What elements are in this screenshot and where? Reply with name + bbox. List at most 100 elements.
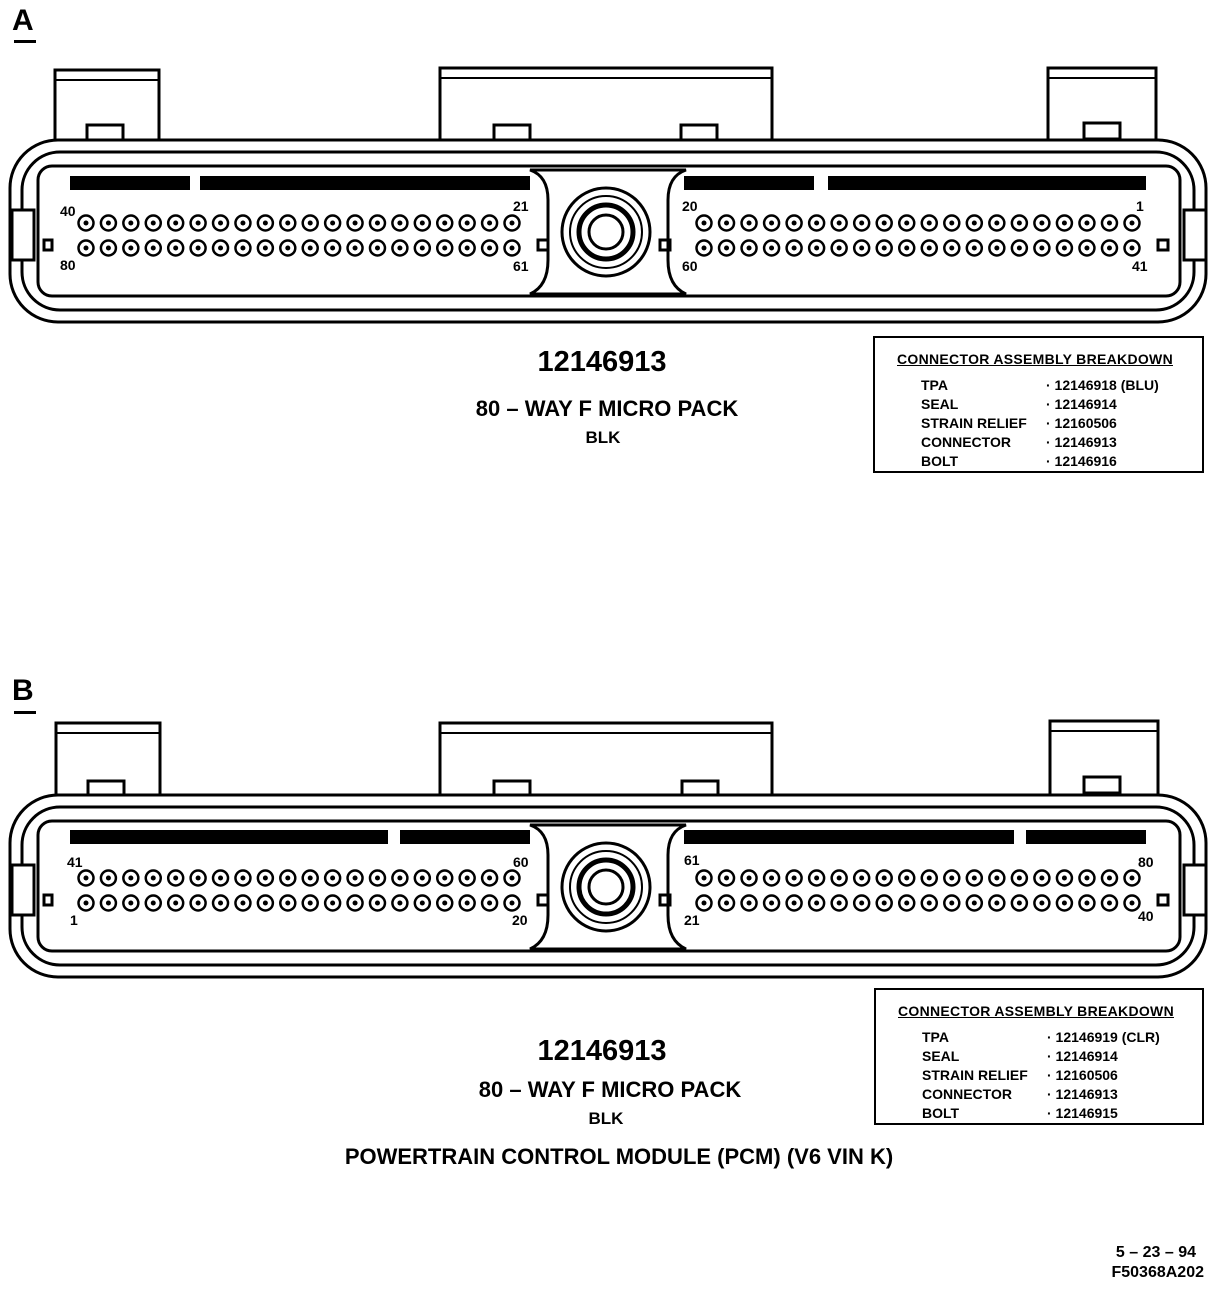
pin-contact <box>769 900 775 906</box>
pin-contact <box>1016 220 1022 226</box>
pin-contact <box>701 900 707 906</box>
pin-contact <box>464 875 470 881</box>
pin-contact <box>791 220 797 226</box>
pin-contact <box>397 900 403 906</box>
pin-contact <box>285 875 291 881</box>
pin-contact <box>1106 245 1112 251</box>
breakdown-name: TPA <box>922 1029 949 1045</box>
view-a-breakdown-box: CONNECTOR ASSEMBLY BREAKDOWN TPA · 121469… <box>873 336 1204 473</box>
pin-contact <box>814 220 820 226</box>
bolt-flange <box>569 195 643 269</box>
pin-contact <box>105 875 111 881</box>
pin-contact <box>904 875 910 881</box>
breakdown-name: SEAL <box>921 396 959 412</box>
tpa-strip <box>684 176 814 190</box>
pin-contact <box>374 875 380 881</box>
view-a-label-underline <box>14 40 36 43</box>
pin-label-right-bottom: 41 <box>1132 258 1148 274</box>
pin-contact <box>949 900 955 906</box>
pin-contact <box>1129 875 1135 881</box>
pin-contact <box>285 245 291 251</box>
pin-contact <box>1084 245 1090 251</box>
pin-contact <box>881 220 887 226</box>
pin-contact <box>926 875 932 881</box>
pin-label-center-right-top: 20 <box>682 198 698 214</box>
breakdown-row: STRAIN RELIEF· 12160506 <box>922 1066 1118 1085</box>
pin-contact <box>994 900 1000 906</box>
side-ear-left <box>10 208 36 262</box>
pin-contact <box>1084 875 1090 881</box>
pin-contact <box>240 220 246 226</box>
pin-contact <box>724 875 730 881</box>
pin-label-center-left-top: 21 <box>513 198 529 214</box>
pin-contact <box>173 875 179 881</box>
pin-label-left-bottom: 80 <box>60 257 76 273</box>
breakdown-value: · 12146913 <box>1046 434 1117 450</box>
breakdown-name: TPA <box>921 377 948 393</box>
breakdown-row: SEAL · 12146914 <box>921 395 1117 414</box>
pin-contact <box>442 220 448 226</box>
pin-contact <box>949 245 955 251</box>
pin-contact <box>971 220 977 226</box>
pin-contact <box>173 900 179 906</box>
pin-contact <box>1039 900 1045 906</box>
breakdown-row: BOLT· 12146916 <box>921 452 1117 471</box>
pin-contact <box>994 245 1000 251</box>
breakdown-value: · 12146914 <box>1046 396 1117 412</box>
pin-contact <box>218 245 224 251</box>
view-b-color: BLK <box>588 1109 624 1128</box>
view-b-part-number: 12146913 <box>537 1035 667 1067</box>
pin-label-left-bottom: 1 <box>70 912 78 928</box>
pin-contact <box>1061 245 1067 251</box>
pin-contact <box>195 245 201 251</box>
breakdown-value: · 12146919 (CLR) <box>1047 1029 1160 1045</box>
pin-contact <box>971 245 977 251</box>
pin-contact <box>814 875 820 881</box>
pin-contact <box>83 875 89 881</box>
pin-contact <box>307 900 313 906</box>
pin-contact <box>904 900 910 906</box>
pin-contact <box>926 900 932 906</box>
pin-label-center-left-bottom: 20 <box>512 912 528 928</box>
pin-contact <box>1106 875 1112 881</box>
pin-contact <box>859 875 865 881</box>
view-b-description: 80 – WAY F MICRO PACK <box>478 1077 742 1102</box>
pin-contact <box>83 220 89 226</box>
view-b-label-underline <box>14 711 36 714</box>
pin-contact <box>994 220 1000 226</box>
pin-contact <box>218 220 224 226</box>
pin-contact <box>1129 900 1135 906</box>
pin-contact <box>285 220 291 226</box>
pin-contact <box>836 900 842 906</box>
pin-contact <box>904 220 910 226</box>
latch-tab <box>1082 121 1122 141</box>
breakdown-title: CONNECTOR ASSEMBLY BREAKDOWN <box>897 351 1173 367</box>
pin-contact <box>307 875 313 881</box>
pin-contact <box>791 245 797 251</box>
breakdown-name: CONNECTOR <box>921 434 1011 450</box>
pin-contact <box>128 875 134 881</box>
pin-contact <box>195 875 201 881</box>
pin-contact <box>791 875 797 881</box>
side-ear-left <box>10 863 36 917</box>
breakdown-name: CONNECTOR <box>922 1086 1012 1102</box>
pin-contact <box>746 900 752 906</box>
view-a-label: A <box>12 4 34 37</box>
side-ear-right <box>1182 208 1208 262</box>
breakdown-title: CONNECTOR ASSEMBLY BREAKDOWN <box>898 1003 1174 1019</box>
breakdown-row: CONNECTOR · 12146913 <box>921 433 1117 452</box>
pin-contact <box>769 245 775 251</box>
tpa-strip <box>400 830 530 844</box>
pin-contact <box>836 220 842 226</box>
breakdown-value: · 12146915 <box>1047 1105 1118 1121</box>
pin-contact <box>150 245 156 251</box>
pin-contact <box>240 875 246 881</box>
pin-contact <box>814 245 820 251</box>
pin-contact <box>971 875 977 881</box>
pin-contact <box>509 900 515 906</box>
tpa-strip <box>70 176 190 190</box>
key-slot-center-left <box>536 893 550 907</box>
pin-contact <box>859 245 865 251</box>
breakdown-value: · 12146913 <box>1047 1086 1118 1102</box>
pin-contact <box>442 900 448 906</box>
